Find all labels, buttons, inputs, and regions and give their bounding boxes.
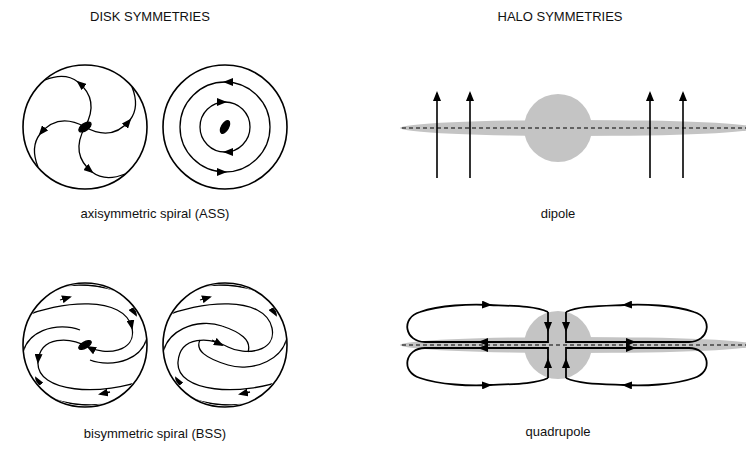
panel-caption: axisymmetric spiral (ASS) <box>81 206 230 222</box>
dipole-halo <box>400 93 746 178</box>
quadrupole-halo <box>400 305 746 386</box>
bss-spiral <box>155 283 295 407</box>
bss-spiral <box>15 283 155 407</box>
panel-caption: dipole <box>541 206 576 222</box>
ass-spiral <box>23 65 147 189</box>
section-heading: DISK SYMMETRIES <box>90 9 210 25</box>
section-heading: HALO SYMMETRIES <box>498 9 623 25</box>
ass-ring <box>163 65 287 189</box>
panel-caption: quadrupole <box>525 424 590 440</box>
panel-caption: bisymmetric spiral (BSS) <box>84 426 226 442</box>
